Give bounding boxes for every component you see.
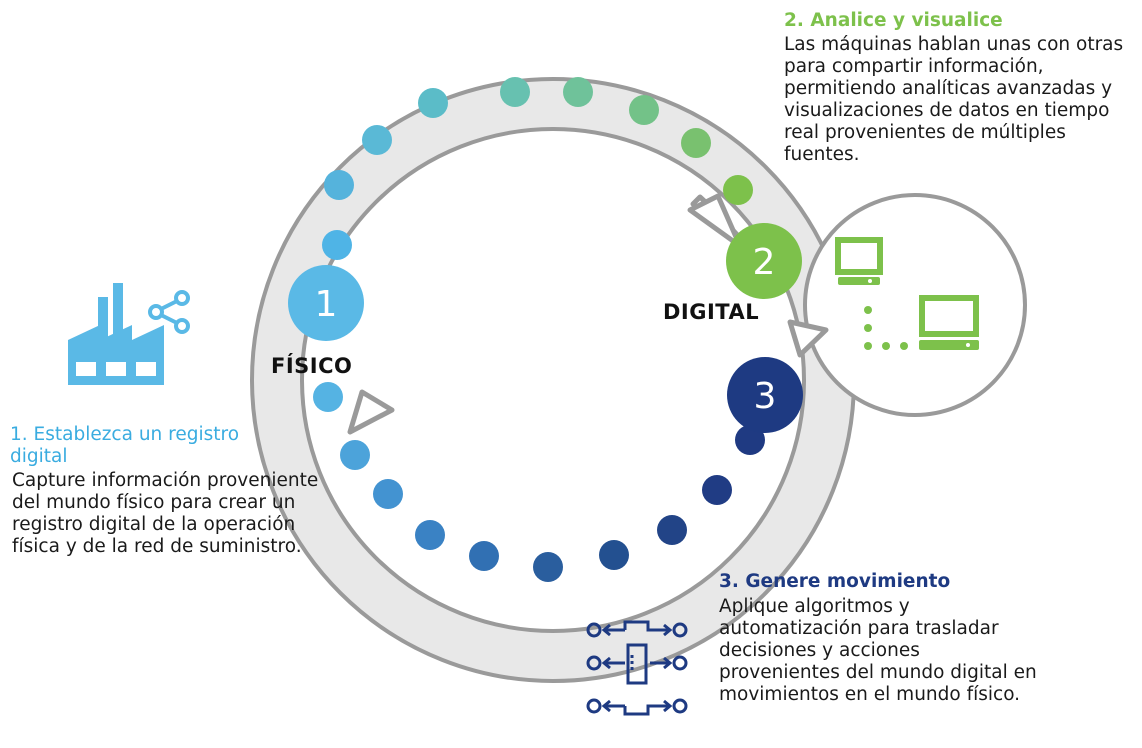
stage-1-circle: 1 xyxy=(288,265,364,341)
svg-text:2: 2 xyxy=(753,242,776,283)
trail-dot xyxy=(322,230,352,260)
trail-dot xyxy=(735,425,765,455)
trail-dot xyxy=(415,520,445,550)
arrow-to-fisico xyxy=(347,389,395,435)
stage-2-title: 2. Analice y visualice xyxy=(784,10,1003,31)
trail-dot xyxy=(362,125,392,155)
factory-share-icon xyxy=(68,283,190,385)
stage-3-title: 3. Genere movimiento xyxy=(719,571,951,592)
arrow-to-zoom xyxy=(787,319,829,358)
algorithm-flow-icon xyxy=(586,620,688,716)
stage-2-circle: 2 xyxy=(726,223,802,299)
arrow-to-digital-head xyxy=(687,193,743,249)
trail-dot xyxy=(418,88,448,118)
trail-dot xyxy=(629,95,659,125)
svg-text:3: 3 xyxy=(754,376,777,417)
trail-dot xyxy=(533,552,563,582)
svg-text:1: 1 xyxy=(315,284,338,325)
trail-dot xyxy=(313,382,343,412)
cycle-ring xyxy=(250,77,856,683)
stage-1-title: 1. Establezca un registro digital xyxy=(10,424,240,467)
trail-dot xyxy=(599,540,629,570)
trail-dot xyxy=(681,128,711,158)
trail-dot xyxy=(657,515,687,545)
trail-dot xyxy=(500,77,530,107)
trail-dot xyxy=(340,440,370,470)
stage-2-label: DIGITAL xyxy=(663,300,760,324)
stage-3-description: Aplique algoritmos y automatización para… xyxy=(719,596,1037,705)
trail-dot xyxy=(469,541,499,571)
trail-dot xyxy=(702,475,732,505)
networked-computers-icon xyxy=(835,237,979,350)
stage-1-description: Capture información proveniente del mund… xyxy=(12,470,319,557)
dot-trail xyxy=(313,77,765,582)
digital-zoom-circle xyxy=(803,193,1027,417)
stage-1-label: FÍSICO xyxy=(271,354,353,378)
flow-arrows xyxy=(347,193,829,435)
trail-dot xyxy=(563,77,593,107)
trail-dot xyxy=(324,170,354,200)
trail-dot xyxy=(373,479,403,509)
trail-dot xyxy=(723,175,753,205)
stage-3-circle: 3 xyxy=(727,357,803,433)
stage-2-description: Las máquinas hablan unas con otras para … xyxy=(784,34,1124,165)
